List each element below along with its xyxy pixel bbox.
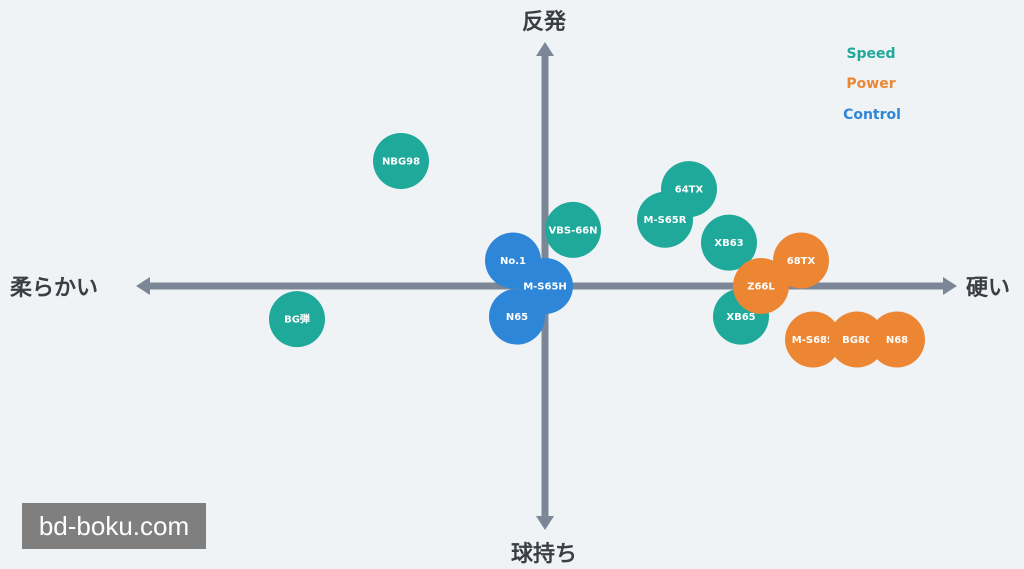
- point-z66l: Z66L: [733, 258, 789, 314]
- x-axis-arrow-right: [943, 277, 957, 295]
- point-nbg98: NBG98: [373, 133, 429, 190]
- point-68tx: 68TX: [773, 232, 829, 289]
- point-label: NBG98: [382, 157, 420, 168]
- legend-item-control: Control: [843, 107, 901, 123]
- point-label: XB63: [714, 238, 743, 249]
- point-marker: [773, 232, 829, 289]
- point-label: N65: [506, 312, 528, 323]
- point-label: 68TX: [787, 256, 816, 267]
- point-marker: [373, 133, 429, 190]
- point-m-s65r: M-S65R: [637, 191, 693, 248]
- point-label: M-S68S: [792, 335, 834, 346]
- point-marker: [733, 258, 789, 314]
- legend-item-speed: Speed: [846, 46, 896, 62]
- axis-label-left: 柔らかい: [10, 276, 99, 301]
- point-marker: [637, 191, 693, 248]
- point-label: BG弾: [284, 313, 310, 326]
- point-label: Z66L: [747, 282, 775, 293]
- point-label: M-S65R: [644, 215, 687, 226]
- point-marker: [545, 201, 601, 258]
- point-label: N68: [886, 335, 908, 346]
- axis-label-bottom: 球持ち: [510, 542, 577, 567]
- watermark: bd-boku.com: [22, 503, 206, 549]
- legend-item-power: Power: [846, 76, 896, 92]
- point-n65: N65: [489, 288, 545, 345]
- point-xb63: XB63: [701, 214, 757, 271]
- y-axis-arrow-top: [536, 42, 554, 56]
- point-label: BG80: [842, 335, 872, 346]
- point-marker: [269, 291, 325, 348]
- point-label: M-S65H: [523, 282, 567, 293]
- point-label: XB65: [726, 312, 755, 323]
- y-axis-arrow-bottom: [536, 516, 554, 530]
- point-vbs-66n: VBS-66N: [545, 201, 601, 258]
- point-label: VBS-66N: [549, 225, 598, 236]
- x-axis-arrow-left: [136, 277, 150, 295]
- point-label: No.1: [500, 256, 526, 267]
- axis-label-top: 反発: [521, 10, 566, 35]
- point-m-s68s: M-S68S: [785, 311, 841, 368]
- point-marker: [785, 311, 841, 368]
- point-marker: [829, 311, 885, 368]
- point-marker: [869, 311, 925, 368]
- axis-label-right: 硬い: [966, 276, 1011, 301]
- point-n68: N68: [869, 311, 925, 368]
- point-marker: [701, 214, 757, 271]
- point-bg-: BG弾: [269, 291, 325, 348]
- point-marker: [489, 288, 545, 345]
- point-label: 64TX: [675, 185, 704, 196]
- point-bg80: BG80: [829, 311, 885, 368]
